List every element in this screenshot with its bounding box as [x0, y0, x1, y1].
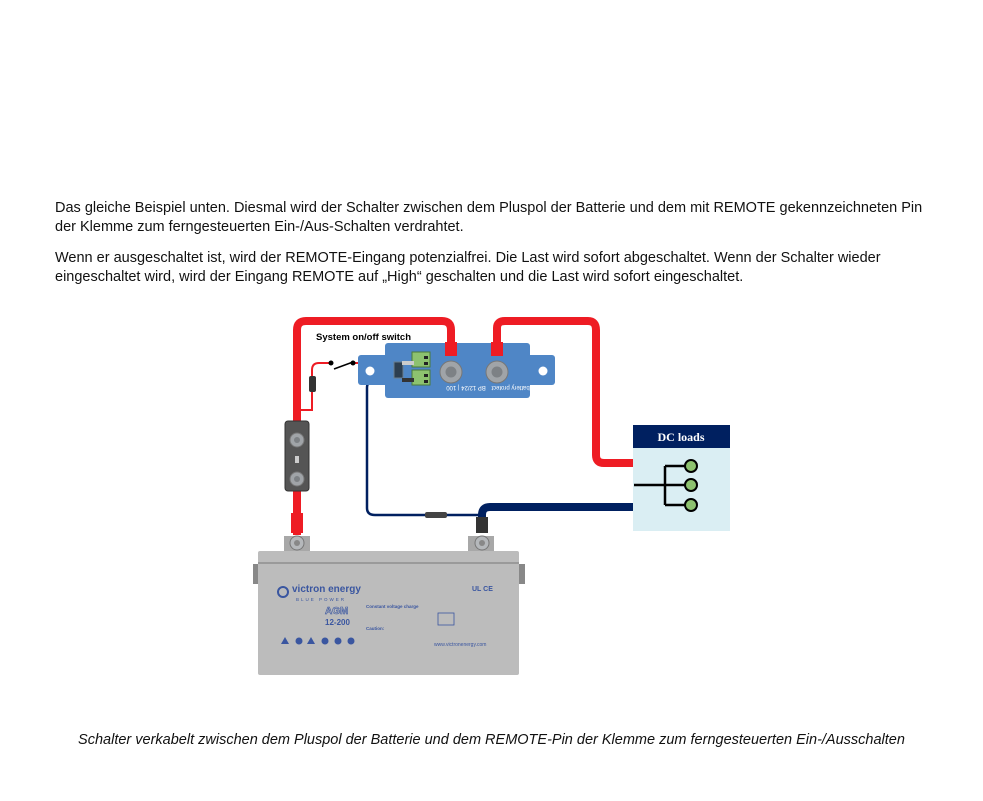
battery-website: www.victronenergy.com: [434, 642, 486, 648]
battery-protect-label: battery protect: [491, 384, 530, 390]
battery-model: 12-200: [325, 618, 350, 627]
battery-type: AGM: [325, 606, 348, 617]
victron-logo-icon: [277, 586, 289, 598]
battery-protect: battery protect BP 12/24 | 100: [358, 342, 555, 398]
switch-contact-left: [328, 360, 334, 366]
load-terminal: [684, 478, 698, 492]
battery-warning-icons: [281, 637, 355, 645]
explanation-paragraph: Wenn er ausgeschaltet ist, wird der REMO…: [55, 250, 881, 285]
inline-connector: [425, 512, 447, 518]
battery-protect-model: BP 12/24 | 100: [446, 384, 486, 390]
dc-loads-label: DC loads: [657, 430, 704, 444]
positive-cable-battery-to-bp: [293, 317, 455, 535]
battery-brand: victron energy: [292, 584, 361, 595]
battery-tagline: BLUE POWER: [296, 597, 346, 602]
positive-cable-bp-to-loads: [493, 317, 634, 467]
intro-paragraph: Das gleiche Beispiel unten. Diesmal wird…: [55, 200, 923, 235]
remote-wire: [300, 362, 332, 411]
battery-charge-title: Constant voltage charge: [366, 604, 419, 609]
switch-label: System on/off switch: [316, 332, 411, 343]
load-terminal: [684, 498, 698, 512]
switch-lever: [333, 361, 354, 370]
ground-wire: [365, 378, 482, 517]
figure-caption: Schalter verkabelt zwischen dem Pluspol …: [78, 732, 905, 748]
battery: victron energy BLUE POWER AGM 12-200 Con…: [253, 517, 525, 675]
load-terminal: [684, 459, 698, 473]
dc-loads: DC loads: [633, 425, 730, 531]
recycle-icon: [437, 612, 455, 626]
inline-fuse: [309, 376, 316, 392]
main-fuse: [284, 420, 310, 533]
negative-cable-battery-to-loads: [478, 503, 634, 525]
battery-caution-title: Caution:: [366, 626, 385, 631]
svg-text:battery protect BP 12/: battery protect BP 12/24 | 100: [446, 384, 530, 390]
battery-cert-marks: UL CE: [472, 586, 493, 593]
